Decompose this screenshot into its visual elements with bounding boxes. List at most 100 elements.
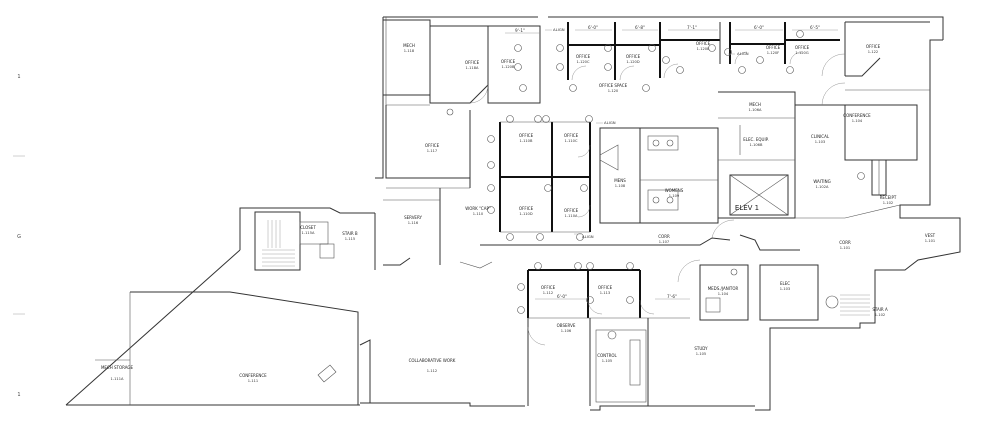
dimension: 7'-6": [667, 294, 677, 299]
room-name: SERVERY: [404, 215, 422, 220]
dimension: 6'-0": [557, 294, 567, 299]
room-name: OFFICE: [626, 54, 641, 59]
room-number: 1-113: [600, 291, 610, 295]
room-name: CONTROL: [597, 353, 617, 358]
room-number: 1-103: [780, 287, 790, 291]
room-number: 1-106B: [750, 143, 763, 147]
align-note: ALIGN: [737, 51, 749, 56]
room-number: 1-117: [427, 149, 437, 153]
grid-mark: 1: [17, 74, 20, 80]
room-name: CONFERENCE: [843, 113, 871, 118]
column-bubbles: [487, 30, 865, 314]
room-name: OFFICE: [766, 45, 781, 50]
upper-left-rooms: [383, 19, 541, 189]
room-number: 1-110B: [520, 139, 533, 143]
room-number: 1-102: [883, 201, 893, 205]
bottom-rooms: [95, 291, 649, 406]
room-number: 1-105: [602, 359, 612, 363]
room-number: 1-115A: [302, 231, 315, 235]
room-number: 1-111: [248, 379, 258, 383]
room-number: 1-120E: [697, 47, 710, 51]
dimension: 9'-1": [515, 28, 525, 33]
restrooms-core: ELEV 1: [480, 82, 918, 251]
room-name: OFFICE SPACE: [599, 83, 628, 88]
room-name: OFFICE: [576, 54, 591, 59]
dimension-strings: 9'-1" 6'-0" 6'-8" 7'-1" 6'-0" 6'-5" 6'-0…: [505, 25, 838, 300]
grid-marks: 1 G 1: [13, 74, 25, 398]
room-number: 1-111A: [111, 377, 124, 381]
room-name: MECH: [749, 102, 761, 107]
room-name: OFFICE: [795, 45, 810, 50]
room-number: 1-102A: [816, 185, 829, 189]
room-number: 1-105: [696, 352, 706, 356]
upper-center-offices: [567, 21, 930, 91]
grid-mark: G: [17, 234, 21, 240]
dimension: 6'-8": [635, 25, 645, 30]
room-name: ELEC: [780, 281, 790, 286]
room-name: WORK "CAP": [465, 206, 491, 211]
room-name: OFFICE: [501, 59, 516, 64]
room-name: RECEIPT: [880, 195, 897, 200]
room-name: OFFICE: [598, 285, 613, 290]
room-number: 1-101: [925, 239, 935, 243]
room-name: WAITING: [813, 179, 830, 184]
room-number: 1-101: [840, 246, 850, 250]
room-number: 1-120D: [626, 60, 639, 64]
room-number: 1-120F: [767, 51, 780, 55]
align-annotations: ALIGN ALIGN ALIGN ALIGN: [545, 27, 749, 239]
room-name: ELEC. EQUIP.: [743, 137, 768, 142]
room-number: 1-116: [408, 221, 419, 225]
room-name: OFFICE: [425, 143, 440, 148]
room-number: 1-122: [868, 50, 878, 54]
room-name: OFFICE: [519, 206, 534, 211]
room-name: MECH STORAGE: [101, 365, 134, 370]
room-number: 1-110D: [519, 212, 532, 216]
room-name: OBSERVE: [557, 323, 576, 328]
room-number: 1-103: [815, 140, 825, 144]
room-name: MEDS./JANITOR: [708, 286, 739, 291]
room-name: CLINICAL: [811, 134, 830, 139]
room-name: STAIR B: [342, 231, 358, 236]
room-number: 1-104: [718, 292, 729, 296]
room-number: 1-107: [659, 240, 669, 244]
room-name: COLLABORATIVE WORK: [409, 358, 456, 363]
room-name: OFFICE: [696, 41, 711, 46]
room-labels: MECH 1-118 OFFICE 1-118A OFFICE 1-120B O…: [101, 41, 936, 383]
room-name: OFFICE: [564, 208, 579, 213]
room-number: 1-112: [427, 369, 437, 373]
room-number: 1-120G: [795, 51, 808, 55]
dimension: 6'-0": [754, 25, 764, 30]
room-name: OFFICE: [564, 133, 579, 138]
room-name: CORR: [658, 234, 670, 239]
align-note: ALIGN: [604, 120, 616, 125]
room-name: OFFICE: [541, 285, 556, 290]
room-number: 1-110A: [565, 214, 578, 218]
exterior-walls: [65, 16, 961, 411]
room-number: 1-118A: [466, 66, 479, 70]
room-number: 1-112: [543, 291, 553, 295]
grid-mark: 1: [17, 392, 20, 398]
room-number: 1-102: [875, 313, 885, 317]
room-number: 1-110: [473, 212, 484, 216]
room-number: 1-115: [345, 237, 355, 241]
room-number: 1-106: [561, 329, 572, 333]
dimension: 7'-1": [687, 25, 697, 30]
room-name: STAIR A: [872, 307, 888, 312]
room-name: CORR: [839, 240, 851, 245]
room-number: 1-108: [615, 184, 626, 188]
room-name: MECH: [403, 43, 415, 48]
align-note: ALIGN: [553, 27, 565, 32]
lower-center-offices: [527, 259, 870, 321]
room-name: CLOSET: [300, 225, 316, 230]
room-number: 1-120B: [502, 65, 515, 69]
room-number: 1-120C: [577, 60, 590, 64]
room-name: OFFICE: [465, 60, 480, 65]
room-number: 1-106A: [749, 108, 762, 112]
room-name: CONFERENCE: [239, 373, 267, 378]
room-name: WOMENS: [665, 188, 684, 193]
room-number: 1-110C: [565, 139, 578, 143]
dimension: 6'-0": [588, 25, 598, 30]
room-number: 1-104: [852, 119, 863, 123]
center-offices: [383, 121, 591, 269]
room-name: MENS: [614, 178, 626, 183]
